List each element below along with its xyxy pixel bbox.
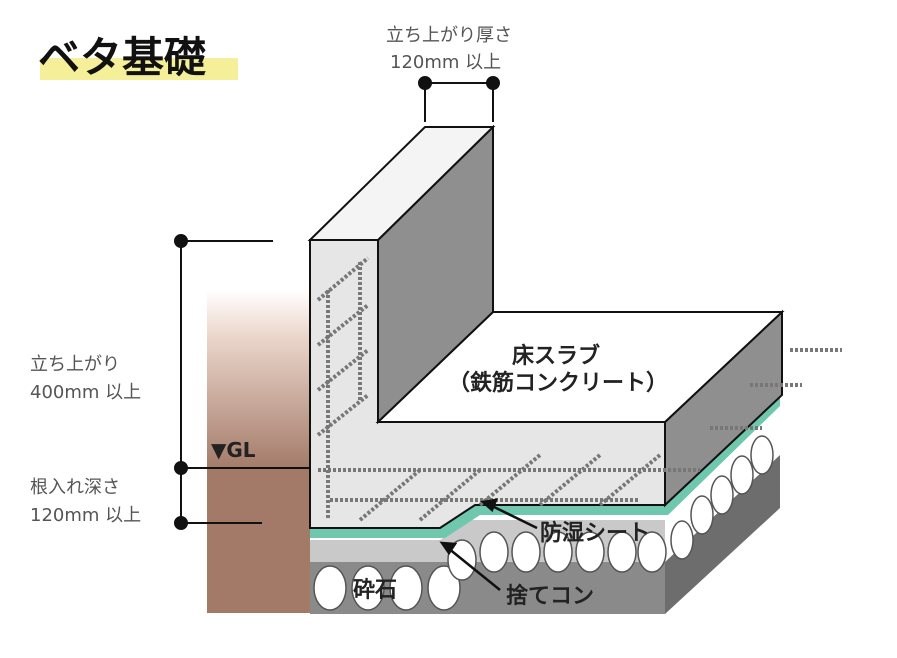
gravel-layer-side xyxy=(665,455,780,614)
moisture-sheet xyxy=(310,395,780,538)
ground-soil-upper xyxy=(207,290,310,470)
height-dimension xyxy=(174,234,310,530)
wall-top xyxy=(307,126,496,241)
lean-concrete-label: 捨てコン xyxy=(506,583,594,609)
ground-soil xyxy=(207,468,310,613)
wall-thickness-dimension xyxy=(418,76,500,122)
rise-height-label-line1: 立ち上がり xyxy=(30,354,120,375)
rebar-grid xyxy=(316,256,842,522)
slab-label-line2: （鉄筋コンクリート） xyxy=(448,370,668,396)
gravel-stones xyxy=(313,435,774,611)
moisture-sheet-label: 防湿シート xyxy=(540,521,650,546)
embed-depth-label-line2: 120mm 以上 xyxy=(30,505,141,526)
page-title: ベタ基礎 xyxy=(38,33,206,82)
wall-thickness-label-line2: 120mm 以上 xyxy=(390,52,501,73)
rise-height-label-line2: 400mm 以上 xyxy=(30,382,141,403)
wall-thickness-label-line1: 立ち上がり厚さ xyxy=(386,25,512,46)
callout-arrows xyxy=(439,498,538,591)
slab-label-line1: 床スラブ xyxy=(512,343,600,369)
title-highlight xyxy=(40,58,238,80)
crushed-stone-label: 砕石 xyxy=(353,578,397,603)
gl-label: ▼GL xyxy=(211,438,256,462)
embed-depth-label-line1: 根入れ深さ xyxy=(30,477,120,498)
